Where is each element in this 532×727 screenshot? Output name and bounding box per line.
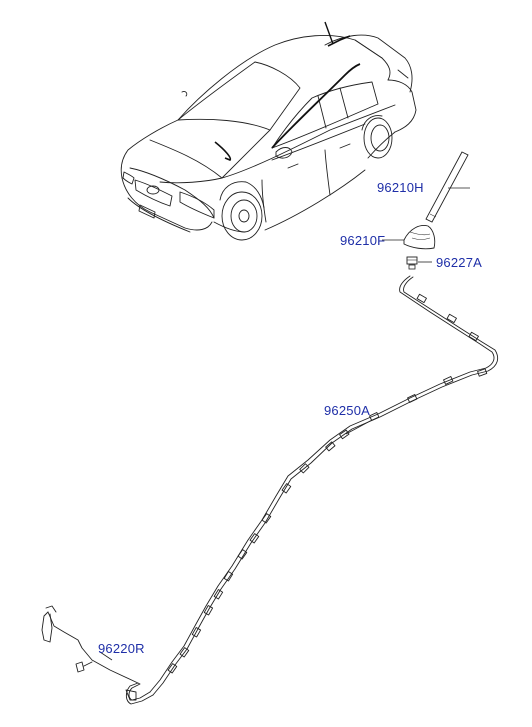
main-cable — [149, 275, 499, 696]
label-end-cable: 96220R — [98, 641, 145, 656]
end-cable — [41, 605, 154, 705]
label-antenna-base: 96210F — [340, 233, 386, 248]
antenna-base — [382, 225, 436, 250]
label-antenna-pole: 96210H — [377, 180, 424, 195]
label-main-cable: 96250A — [324, 403, 371, 418]
base-nut — [406, 256, 432, 270]
label-base-nut: 96227A — [436, 255, 483, 270]
antenna-pole — [425, 151, 470, 223]
sedan-illustration — [120, 21, 417, 241]
